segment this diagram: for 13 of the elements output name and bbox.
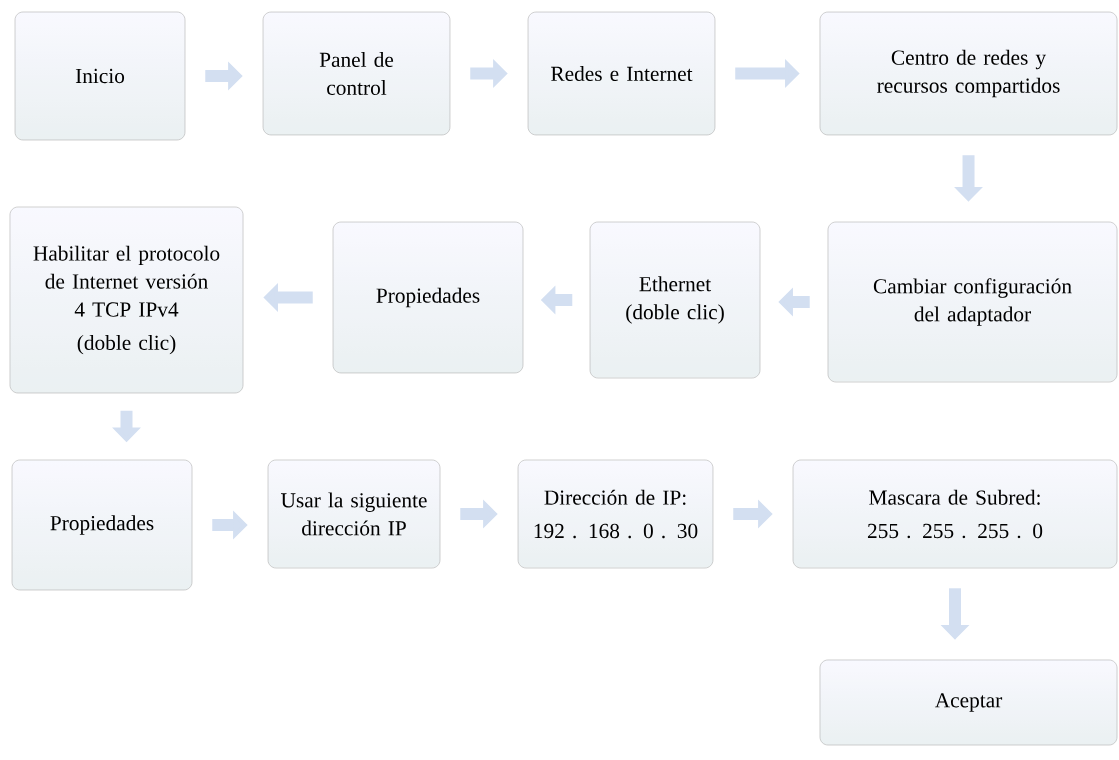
- process-box: Aceptar: [819, 659, 1118, 746]
- process-box: Propiedades: [11, 459, 193, 591]
- process-box: Panel de control: [262, 11, 451, 136]
- process-box: Inicio: [14, 11, 186, 141]
- process-box: Habilitar el protocolo de Internet versión 4 TCP IPv4 (doble clic): [9, 206, 244, 394]
- process-box: Redes e Internet: [527, 11, 716, 136]
- process-box: Usar la siguiente dirección IP: [267, 459, 441, 569]
- process-box: Centro de redes y recursos compartidos: [819, 11, 1118, 136]
- process-box: Dirección de IP: 192 . 168 . 0 . 30: [517, 459, 714, 569]
- process-box: Ethernet (doble clic): [589, 221, 761, 379]
- process-box: Mascara de Subred: 255 . 255 . 255 . 0: [792, 459, 1118, 569]
- process-box: Propiedades: [332, 221, 524, 374]
- process-box: Cambiar configuración del adaptador: [827, 221, 1118, 383]
